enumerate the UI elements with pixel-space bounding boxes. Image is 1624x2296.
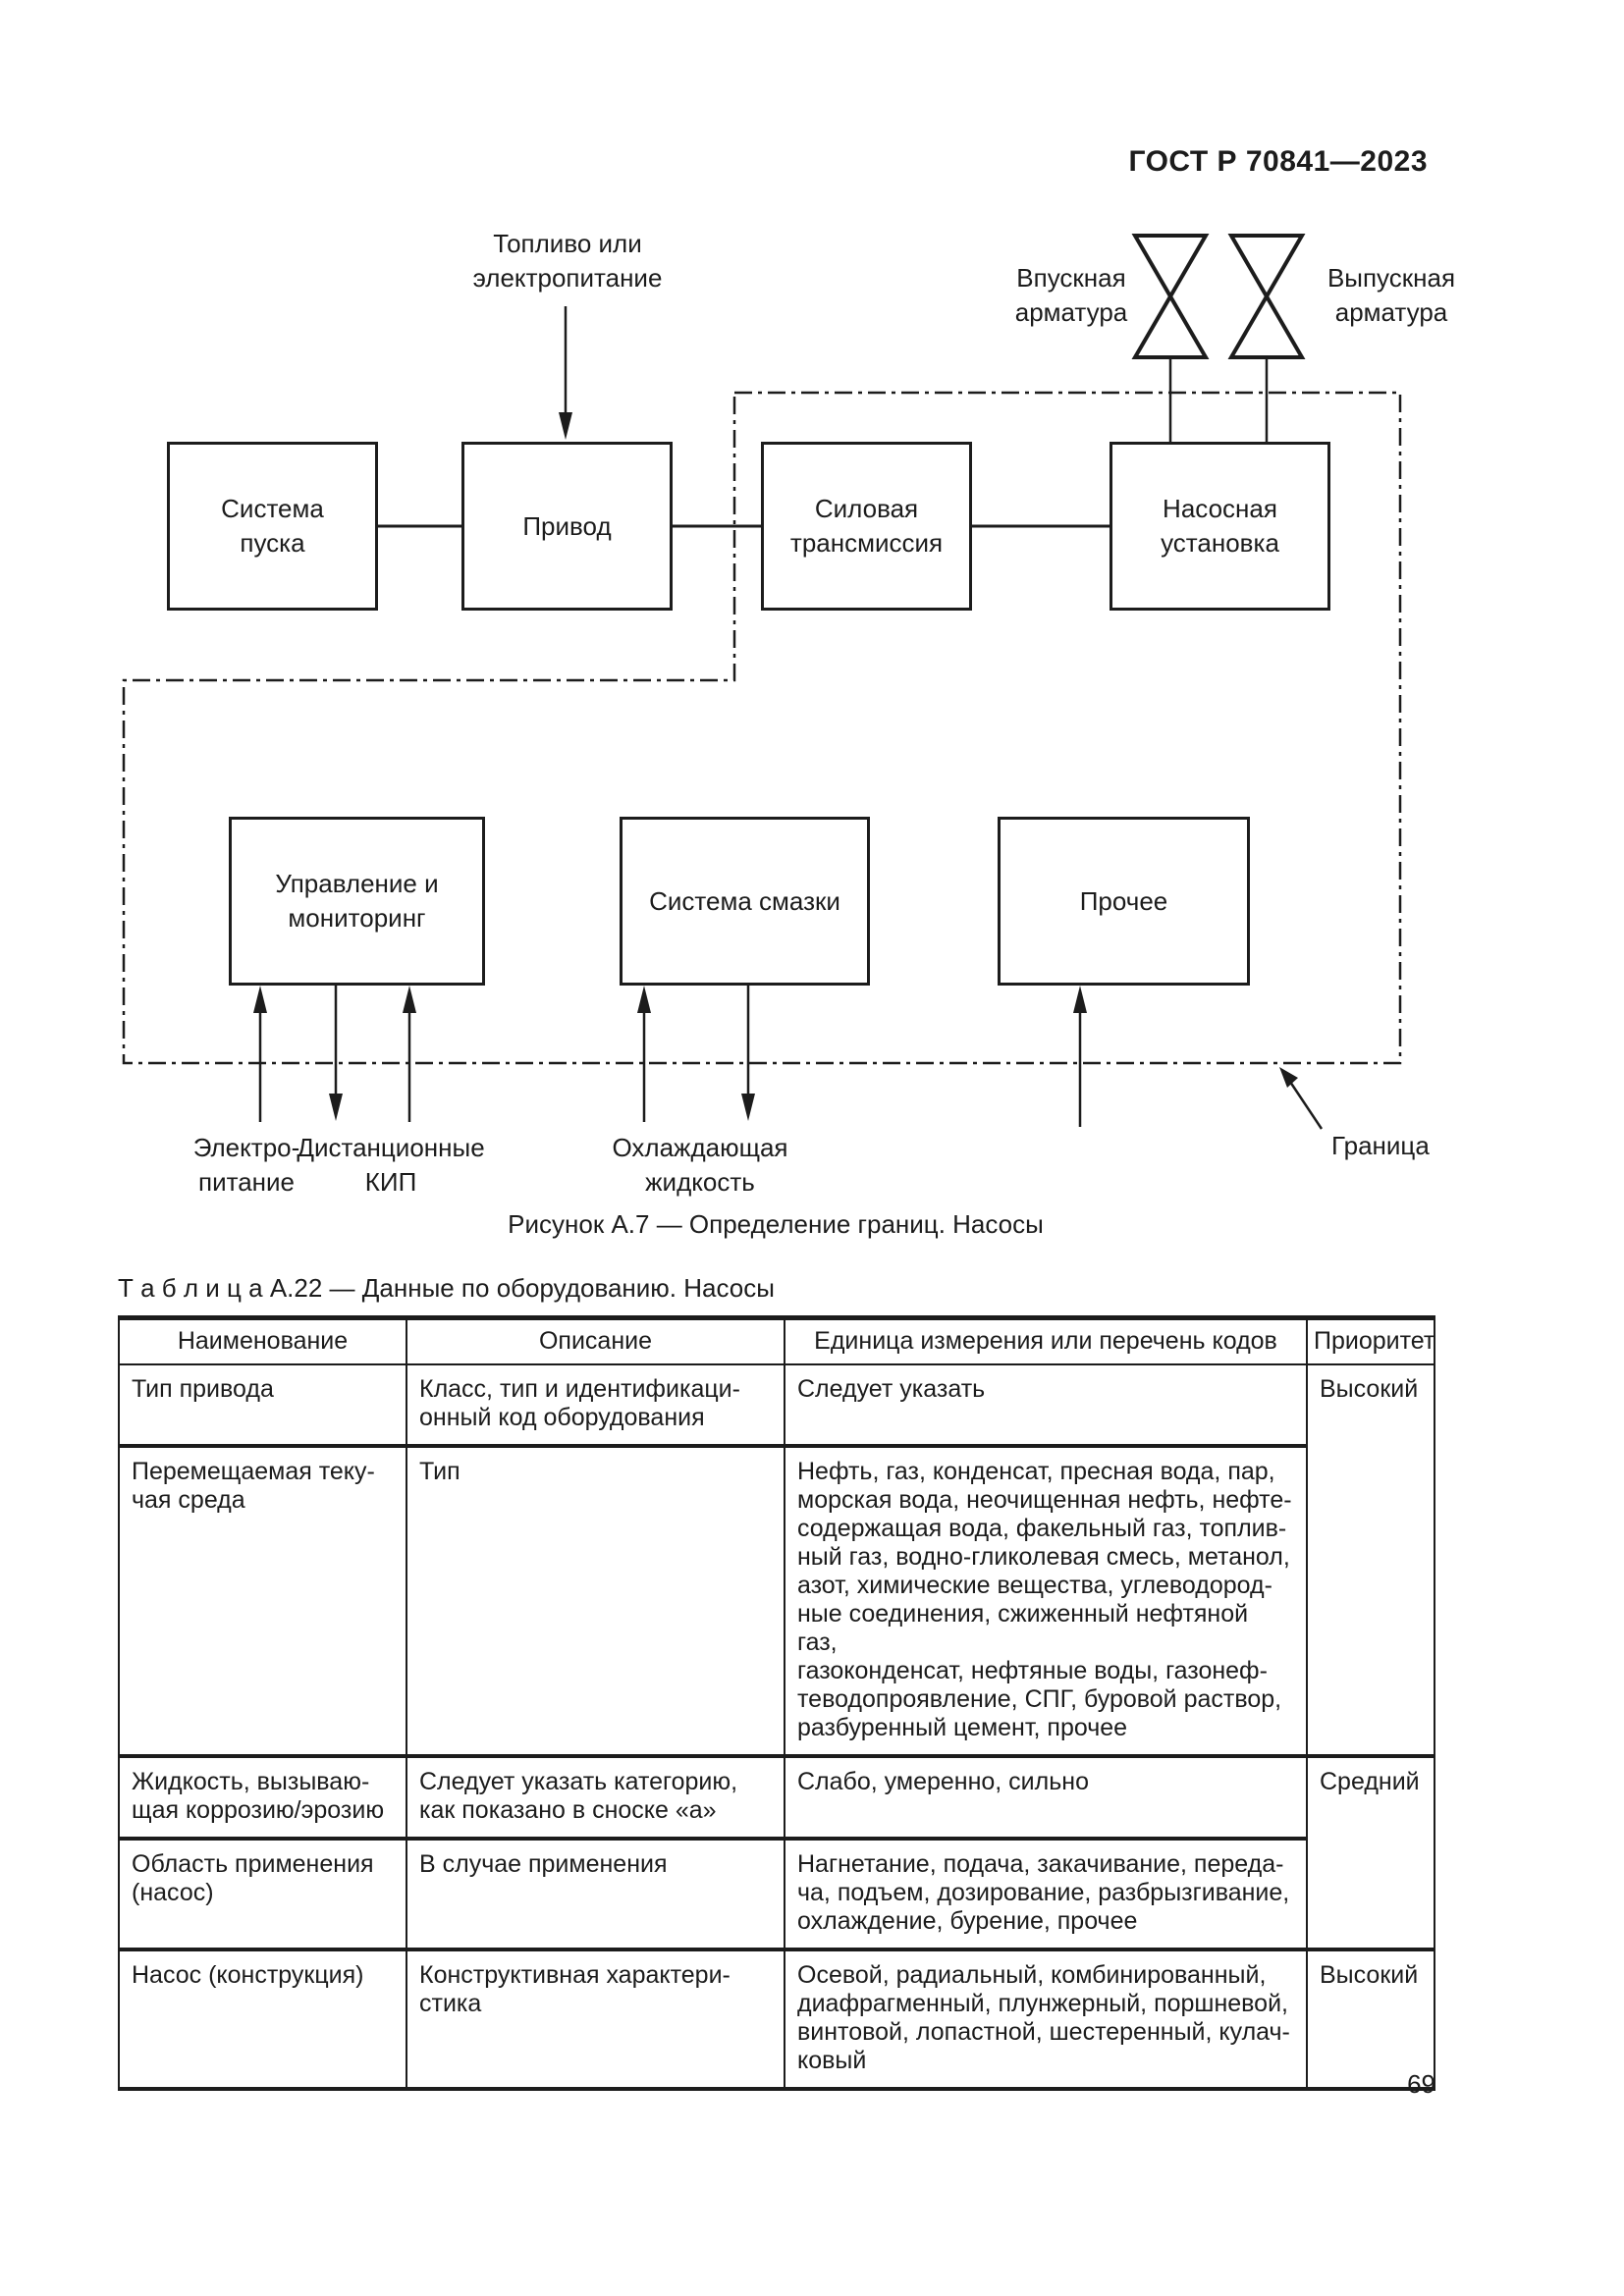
table-cell: Класс, тип и идентификаци- онный код обо… (406, 1362, 785, 1447)
column-header: Наименование (118, 1316, 407, 1365)
boundary-pointer-arrow (1279, 1067, 1324, 1130)
label-boundary: Граница (1331, 1131, 1430, 1160)
table-row: Область применения (насос)В случае приме… (118, 1836, 1435, 1950)
table-cell: Следует указать (784, 1362, 1308, 1447)
coolant-arrow-down (741, 986, 755, 1121)
label-coolant: Охлаждающая жидкость (612, 1133, 788, 1197)
page-number: 69 (1407, 2069, 1435, 2099)
table-cell: Нагнетание, подача, закачивание, переда-… (784, 1836, 1308, 1950)
priority-cell: Высокий (1306, 1947, 1435, 2090)
figure-caption: Рисунок А.7 — Определение границ. Насосы (508, 1209, 1044, 1239)
doc-header: ГОСТ Р 70841—2023 (1128, 145, 1428, 178)
table-cell: Слабо, умеренно, сильно (784, 1753, 1308, 1840)
column-header: Приоритет (1306, 1316, 1435, 1365)
outlet-valve-icon (1227, 234, 1306, 359)
label-inlet-valve: Впускная арматура (1014, 263, 1128, 327)
remote-kip-arrow-up (403, 986, 416, 1122)
label-remote-instruments: Дистанционные КИП (297, 1133, 485, 1197)
column-header: Единица измерения или перечень кодов (784, 1316, 1308, 1365)
table-cell: Тип привода (118, 1362, 407, 1447)
priority-cell: Высокий (1306, 1362, 1435, 1757)
table-title: Т а б л и ц а А.22 — Данные по оборудова… (118, 1273, 775, 1303)
column-header: Описание (406, 1316, 785, 1365)
table-cell: Тип (406, 1443, 785, 1757)
table-cell: В случае применения (406, 1836, 785, 1950)
box-control-monitoring: Управление и мониторинг (229, 817, 485, 986)
table-cell: Осевой, радиальный, комбинированный, диа… (784, 1947, 1308, 2090)
box-pump-unit: Насосная установка (1110, 442, 1330, 611)
box-drive: Привод (461, 442, 673, 611)
lubrication-arrow-up (637, 986, 651, 1122)
table-cell: Следует указать категорию, как показано … (406, 1753, 785, 1840)
box-lubrication-system: Система смазки (620, 817, 870, 986)
system-boundary-outline (122, 391, 1402, 1065)
box-start-system: Система пуска (167, 442, 378, 611)
label-fuel-power: Топливо или электропитание (472, 229, 663, 293)
diagram-graphics-layer (122, 234, 1402, 1130)
table-cell: Насос (конструкция) (118, 1947, 407, 2090)
label-outlet-valve: Выпускная арматура (1326, 263, 1456, 327)
priority-cell: Средний (1306, 1753, 1435, 1950)
table-cell: Область применения (насос) (118, 1836, 407, 1950)
figure-pumps-boundary-diagram: Система пуска Привод Силовая трансмиссия… (122, 229, 1456, 1197)
table-cell: Нефть, газ, конденсат, пресная вода, пар… (784, 1443, 1308, 1757)
table-cell: Жидкость, вызываю- щая коррозию/эрозию (118, 1753, 407, 1840)
box-other: Прочее (998, 817, 1250, 986)
label-electric-power: Электро- питание (192, 1133, 300, 1197)
fuel-power-arrow (559, 306, 572, 440)
table-cell: Перемещаемая теку- чая среда (118, 1443, 407, 1757)
remote-kip-arrow-down (329, 986, 343, 1121)
other-arrow-up (1073, 986, 1087, 1127)
power-arrow-up (253, 986, 267, 1122)
box-power-transmission: Силовая трансмиссия (761, 442, 972, 611)
table-row: Насос (конструкция)Конструктивная характ… (118, 1947, 1435, 2090)
table-cell: Конструктивная характери- стика (406, 1947, 785, 2090)
inlet-valve-icon (1131, 234, 1210, 359)
